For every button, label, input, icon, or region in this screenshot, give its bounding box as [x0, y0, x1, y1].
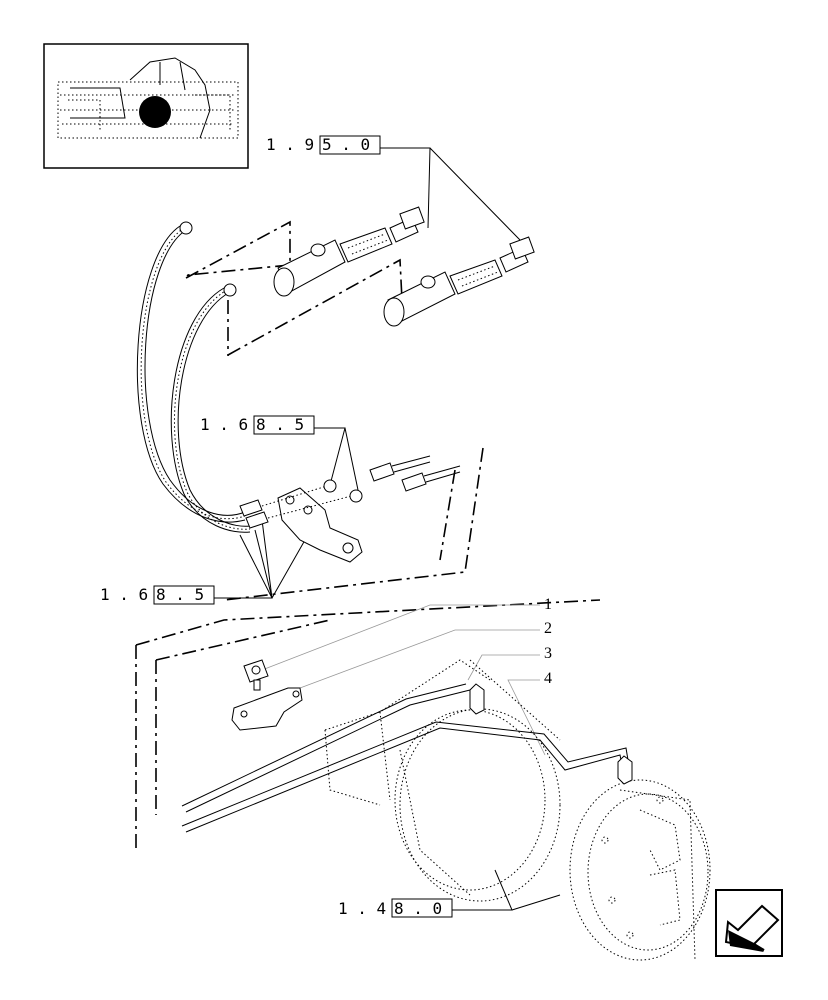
svg-text:2: 2 [544, 620, 552, 637]
reference-label-top[interactable]: 1 . 9 5 . 0 [266, 135, 381, 155]
reference-suffix: 8 . 5 [256, 415, 304, 434]
part-2-bracket [231, 687, 303, 731]
reference-label-mid[interactable]: 1 . 6 8 . 5 [200, 415, 315, 435]
locator-thumbnail[interactable] [43, 43, 249, 169]
previous-page-arrow-icon [724, 904, 780, 952]
reference-label-bottom[interactable]: 1 . 4 8 . 0 [338, 898, 453, 918]
reference-suffix: 5 . 0 [322, 135, 370, 154]
reference-label-left[interactable]: 1 . 6 8 . 5 [100, 585, 215, 605]
tractor-locator-thumbnail-icon [57, 57, 239, 139]
master-cylinder-upper [273, 206, 425, 297]
brake-pipe-3 [181, 683, 485, 813]
reference-prefix: 1 . 9 [266, 135, 314, 154]
master-cylinder-lower [383, 236, 535, 327]
part-1-fitting [243, 659, 269, 691]
hose-bracket [239, 455, 461, 563]
reference-suffix: 8 . 0 [394, 899, 442, 918]
svg-text:1: 1 [544, 596, 552, 613]
callout-3[interactable]: 3 [544, 645, 552, 662]
callout-1[interactable]: 1 [544, 596, 552, 613]
reference-prefix: 1 . 6 [200, 415, 248, 434]
reference-suffix: 8 . 5 [156, 585, 204, 604]
reference-prefix: 1 . 6 [100, 585, 148, 604]
reference-prefix: 1 . 4 [338, 899, 386, 918]
callout-4[interactable]: 4 [544, 670, 552, 687]
callout-2[interactable]: 2 [544, 620, 552, 637]
brake-hoses [136, 221, 251, 533]
brake-pipe-4 [181, 721, 633, 833]
svg-text:3: 3 [544, 645, 552, 662]
svg-text:4: 4 [544, 670, 552, 687]
axle-housing [324, 659, 711, 961]
previous-page-button[interactable] [715, 889, 783, 957]
